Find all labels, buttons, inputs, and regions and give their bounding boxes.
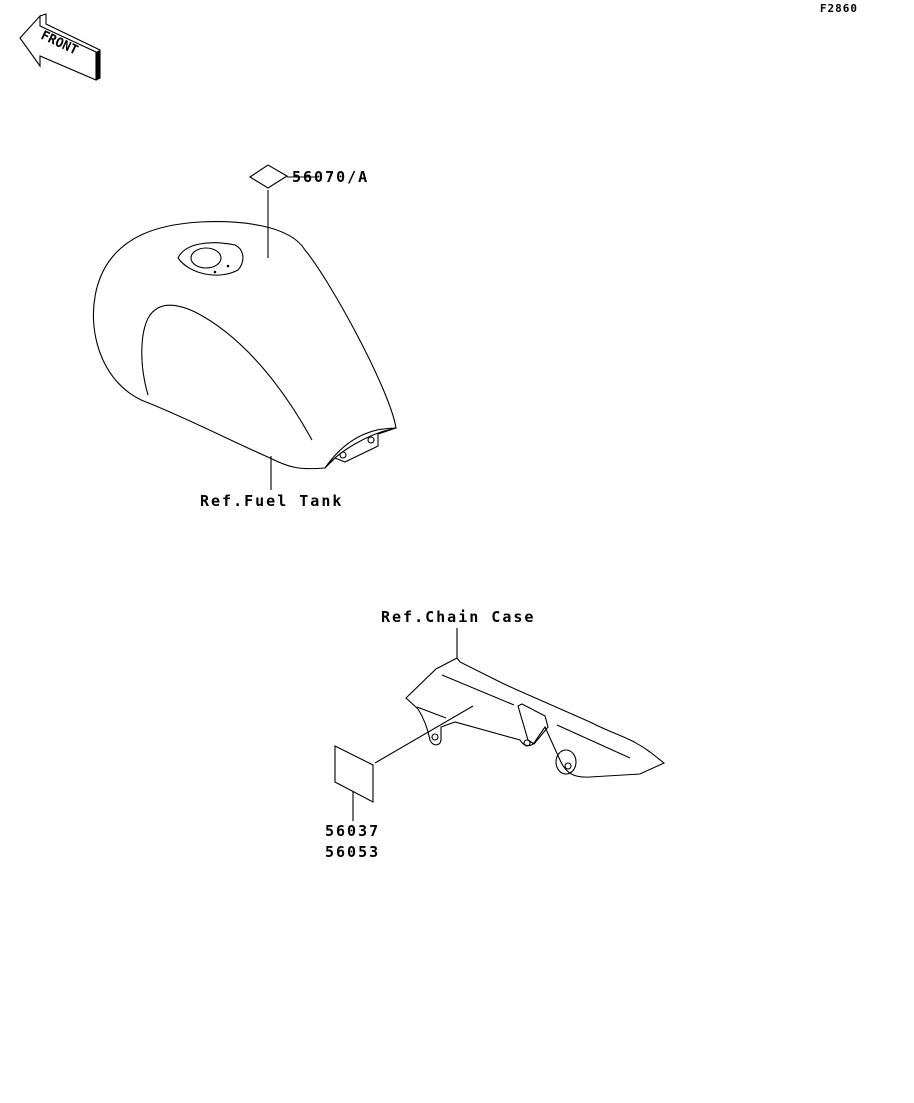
decal-56037-shape <box>334 745 374 803</box>
part-label-56070-a[interactable]: 56070/A <box>292 168 370 186</box>
decal-56070-shape <box>248 164 289 189</box>
fuel-tank-drawing <box>92 164 397 490</box>
part-label-56037[interactable]: 56037 <box>325 822 381 840</box>
ref-fuel-tank-label: Ref.Fuel Tank <box>200 492 344 510</box>
front-arrow-icon: FRONT <box>19 13 101 81</box>
chain-case-drawing <box>334 628 666 821</box>
part-label-56053[interactable]: 56053 <box>325 843 381 861</box>
ref-chain-case-label: Ref.Chain Case <box>381 608 536 626</box>
figure-code: F2860 <box>819 2 858 15</box>
front-arrow-label: FRONT <box>38 28 80 58</box>
